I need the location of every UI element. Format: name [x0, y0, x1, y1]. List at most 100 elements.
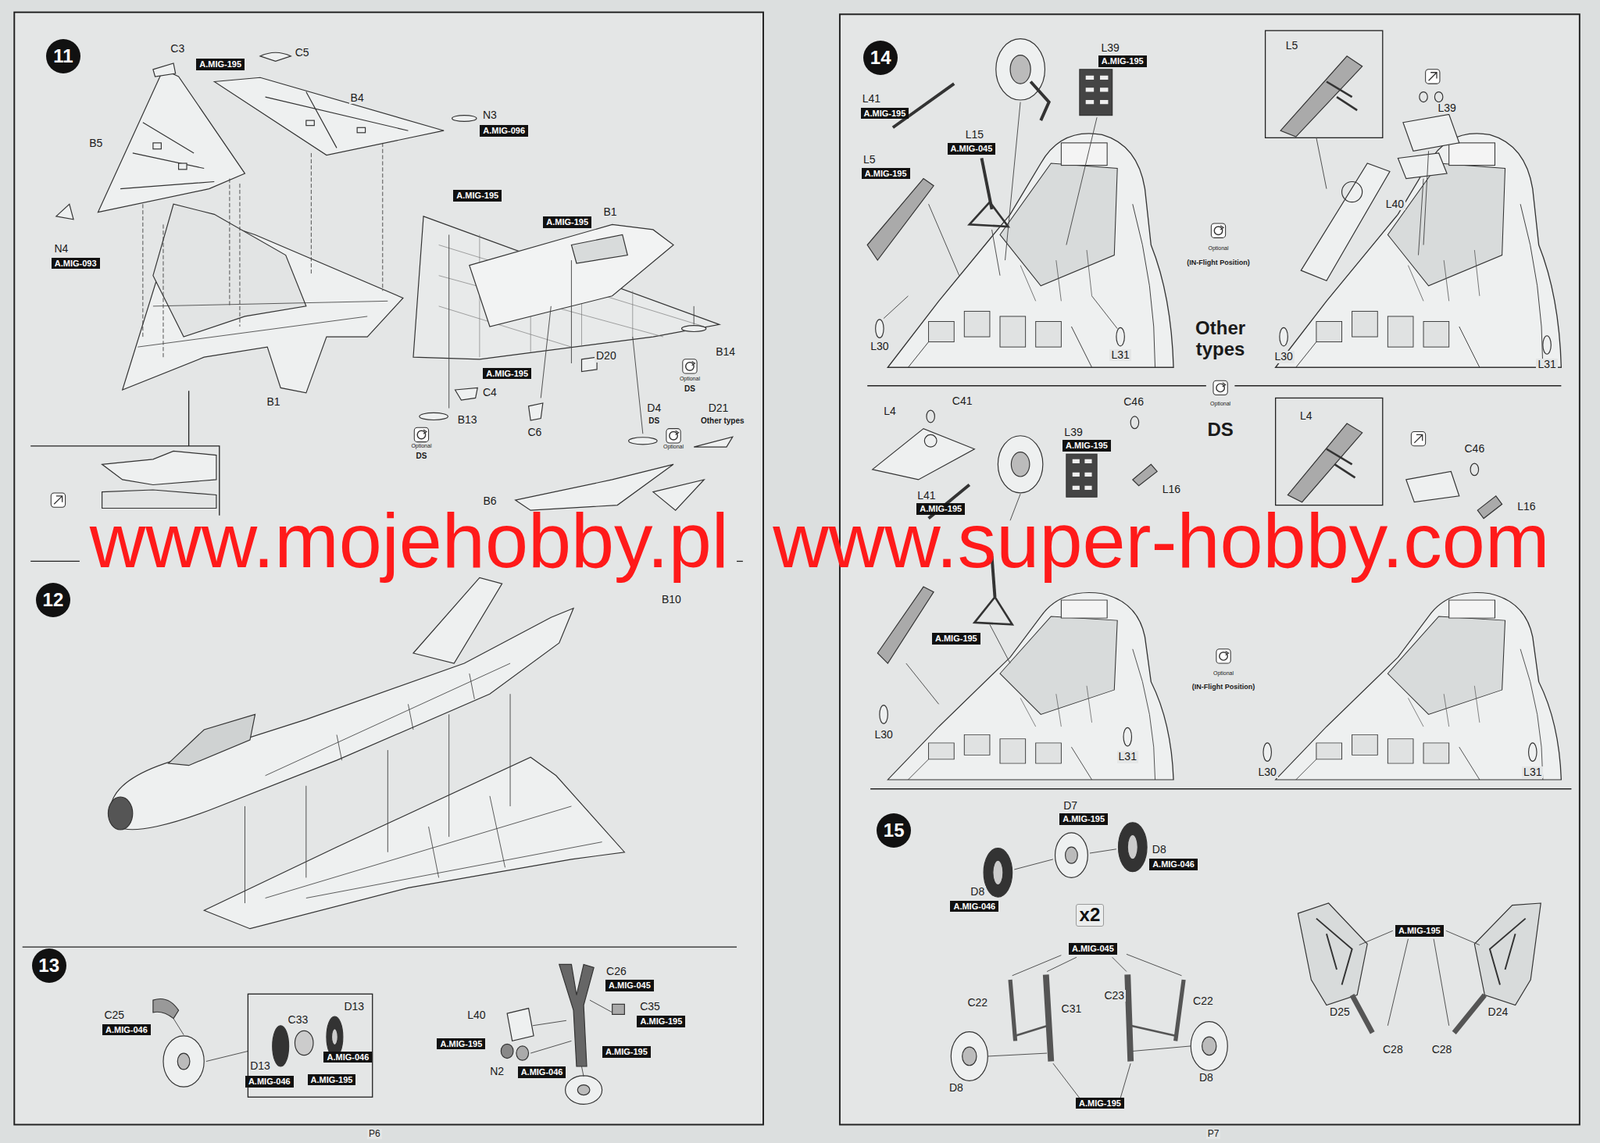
step-14-parts-part: [1326, 449, 1356, 479]
step-13-nose-wheel-part: [153, 998, 179, 1018]
step-12-aircraft-part: [413, 577, 503, 664]
step-14-parts-part: [1434, 92, 1443, 103]
part-label: B14: [714, 346, 737, 358]
step-15-main-gear-part: [1065, 846, 1079, 864]
node-text: A.MIG-195: [639, 1016, 683, 1026]
step-11-wing-assembly-part: [97, 69, 245, 213]
position-note: (IN-Flight Position): [1190, 683, 1257, 692]
node-text: A.MIG-045: [608, 980, 651, 990]
step-11-wing-assembly-part: [693, 436, 733, 447]
part-label: L31: [1109, 349, 1131, 361]
optional-note: Optional: [409, 442, 433, 450]
step-11-wing-assembly-part: [455, 387, 479, 400]
part-label: N3: [481, 109, 499, 122]
node-text: A.MIG-195: [439, 1039, 483, 1049]
node-text: x2: [1079, 903, 1101, 925]
paint-code: A.MIG-195: [1059, 813, 1108, 825]
part-label: L39: [1099, 42, 1121, 54]
part-label: L41: [860, 92, 883, 105]
page-panels-part: [736, 560, 743, 562]
node-text: A.MIG-195: [1062, 814, 1105, 824]
part-label: L40: [1384, 198, 1406, 211]
part-label: N4: [52, 242, 70, 255]
part-label: L31: [1521, 766, 1543, 779]
step-11-wing-assembly-part: [56, 203, 74, 220]
drawing-part: [1410, 432, 1425, 447]
node-text: A.MIG-195: [1398, 925, 1441, 936]
step-14-parts-part: [1287, 423, 1362, 503]
step-14-cockpit-gear: [887, 133, 1561, 780]
step-11-wing-assembly-part: [137, 300, 388, 347]
page-panels: [14, 12, 1580, 1125]
step-14-cockpit-gear-part: [887, 592, 1174, 779]
step-15-main-gear-part: [1010, 979, 1184, 1041]
part-label: C25: [102, 1009, 126, 1022]
node-text: A.MIG-195: [485, 368, 529, 379]
step-14-parts-part: [1030, 82, 1050, 122]
position-note: (IN-Flight Position): [1185, 259, 1251, 268]
node-text: A.MIG-045: [950, 143, 993, 154]
part-label: B1: [264, 396, 282, 408]
part-label: L4: [1298, 410, 1315, 422]
part-label: C33: [286, 1014, 311, 1026]
part-label: C31: [1060, 1003, 1084, 1015]
step-14-parts-part: [879, 705, 888, 725]
node-text: A.MIG-195: [310, 1075, 354, 1085]
node-text: A.MIG-046: [1152, 859, 1195, 869]
step-15-main-gear-part: [1014, 849, 1117, 870]
paint-code: A.MIG-045: [1068, 942, 1118, 955]
node-text: A.MIG-195: [1065, 440, 1108, 450]
step-14-parts-part: [1418, 150, 1429, 255]
step-12-aircraft-part: [107, 796, 133, 830]
step-13-nose-wheel-part: [500, 1043, 514, 1058]
part-label: B10: [660, 593, 683, 606]
part-label: D24: [1486, 1006, 1511, 1018]
node-text: 14: [870, 46, 892, 69]
part-label: D8: [968, 885, 986, 898]
paint-code: A.MIG-195: [453, 189, 502, 202]
part-label: B5: [87, 137, 104, 150]
step-13-nose-wheel-part: [294, 1030, 314, 1055]
step-15-main-gear-part: [1202, 1036, 1217, 1056]
page-panels-part: [870, 788, 1572, 790]
step-14-parts-part: [1470, 463, 1479, 476]
step-11-wing-assembly-part: [357, 127, 365, 133]
part-label: D4: [645, 402, 663, 415]
step-11-wing-assembly-part: [452, 115, 477, 122]
part-label: L30: [872, 728, 894, 741]
part-label: L15: [964, 128, 986, 141]
node-text: A.MIG-195: [605, 1046, 648, 1057]
step-15-main-gear-part: [1015, 1025, 1176, 1036]
step-14-parts-part: [1406, 471, 1460, 502]
step-14-parts-part: [969, 202, 1009, 227]
paint-code: A.MIG-195: [861, 167, 911, 180]
part-label: L40: [465, 1009, 487, 1022]
step-number: 13: [32, 948, 67, 983]
node-text: A.MIG-045: [1071, 943, 1115, 954]
part-label: D8: [1197, 1071, 1215, 1084]
page-panels-part: [14, 12, 764, 1125]
step-15-main-gear-part: [950, 1032, 988, 1082]
part-label: L30: [1257, 766, 1279, 779]
paint-code: A.MIG-195: [860, 107, 910, 120]
step-11-wing-assembly-part: [142, 142, 383, 358]
paint-code: A.MIG-096: [479, 125, 529, 137]
paint-code: A.MIG-195: [1395, 925, 1444, 937]
step-14-parts-part: [1280, 56, 1362, 137]
step-14-parts-part: [1397, 153, 1447, 179]
step-14-parts-part: [1419, 92, 1428, 103]
part-label: L16: [1160, 483, 1183, 496]
step-11-wing-assembly-part: [528, 403, 543, 421]
part-label: D13: [248, 1060, 272, 1072]
step-number: 15: [876, 813, 911, 848]
step-12-aircraft-part: [203, 757, 625, 929]
step-11-wing-assembly-part: [681, 325, 706, 333]
part-label: C26: [604, 965, 629, 978]
node-text: A.MIG-195: [935, 633, 978, 643]
part-label: C23: [1102, 989, 1126, 1002]
step-11-wing-assembly-part: [419, 412, 449, 420]
step-11-wing-assembly-part: [120, 122, 215, 190]
paint-code: A.MIG-045: [605, 979, 654, 992]
step-11-wing-assembly-part: [413, 216, 720, 360]
